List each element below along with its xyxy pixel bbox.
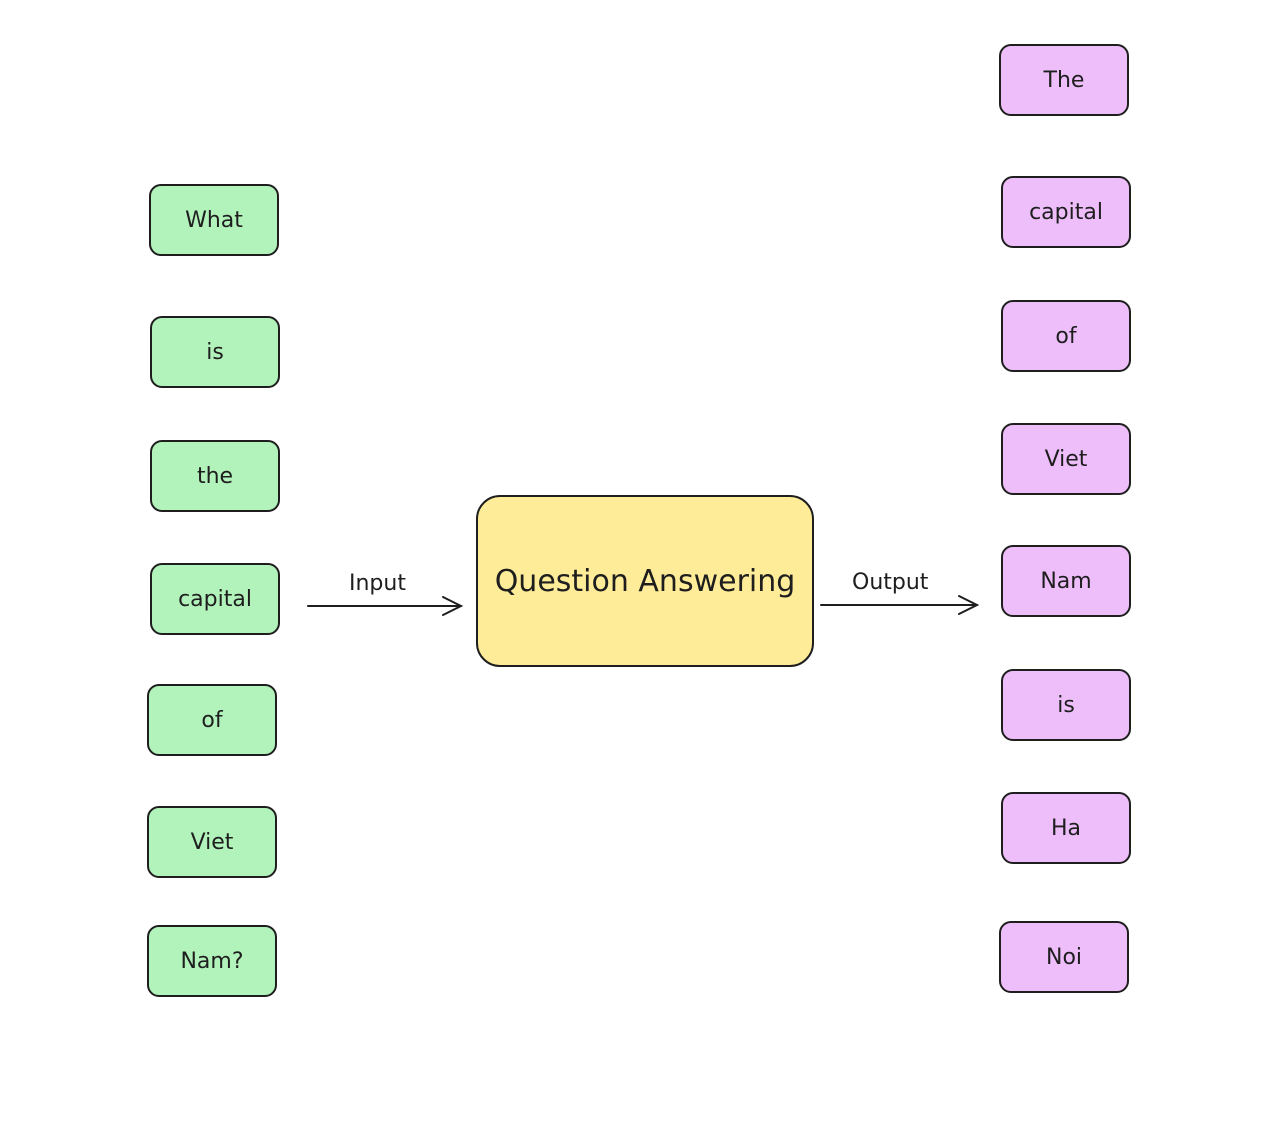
input-token-label: capital: [178, 586, 252, 612]
output-token-label: capital: [1029, 199, 1103, 225]
output-token-ha: Ha: [1001, 792, 1131, 864]
output-token-label: The: [1043, 67, 1085, 93]
output-edge-label: Output: [852, 570, 929, 595]
input-token-what: What: [149, 184, 279, 256]
model-label: Question Answering: [494, 563, 796, 599]
input-token-capital: capital: [150, 563, 280, 635]
input-token-nam: Nam?: [147, 925, 277, 997]
output-token-viet: Viet: [1001, 423, 1131, 495]
input-token-viet: Viet: [147, 806, 277, 878]
input-token-label: What: [185, 207, 243, 233]
input-token-label: of: [201, 707, 223, 733]
input-token-label: Viet: [190, 829, 234, 855]
output-token-label: Nam: [1040, 568, 1092, 594]
output-token-label: Noi: [1045, 944, 1083, 970]
input-arrow: [307, 596, 464, 616]
input-token-label: the: [196, 463, 234, 489]
output-token-label: Ha: [1050, 815, 1082, 841]
output-token-nam: Nam: [1001, 545, 1131, 617]
input-token-of: of: [147, 684, 277, 756]
output-token-label: of: [1055, 323, 1077, 349]
output-token-label: Viet: [1044, 446, 1088, 472]
output-token-label: is: [1057, 692, 1075, 718]
input-token-label: is: [206, 339, 224, 365]
output-token-of: of: [1001, 300, 1131, 372]
output-token-capital: capital: [1001, 176, 1131, 248]
output-token-is: is: [1001, 669, 1131, 741]
output-token-the: The: [999, 44, 1129, 116]
output-arrow: [820, 595, 980, 615]
input-token-label: Nam?: [180, 948, 244, 974]
input-token-the: the: [150, 440, 280, 512]
input-edge-label: Input: [349, 571, 406, 596]
question-answering-box: Question Answering: [476, 495, 814, 667]
input-token-is: is: [150, 316, 280, 388]
output-token-noi: Noi: [999, 921, 1129, 993]
